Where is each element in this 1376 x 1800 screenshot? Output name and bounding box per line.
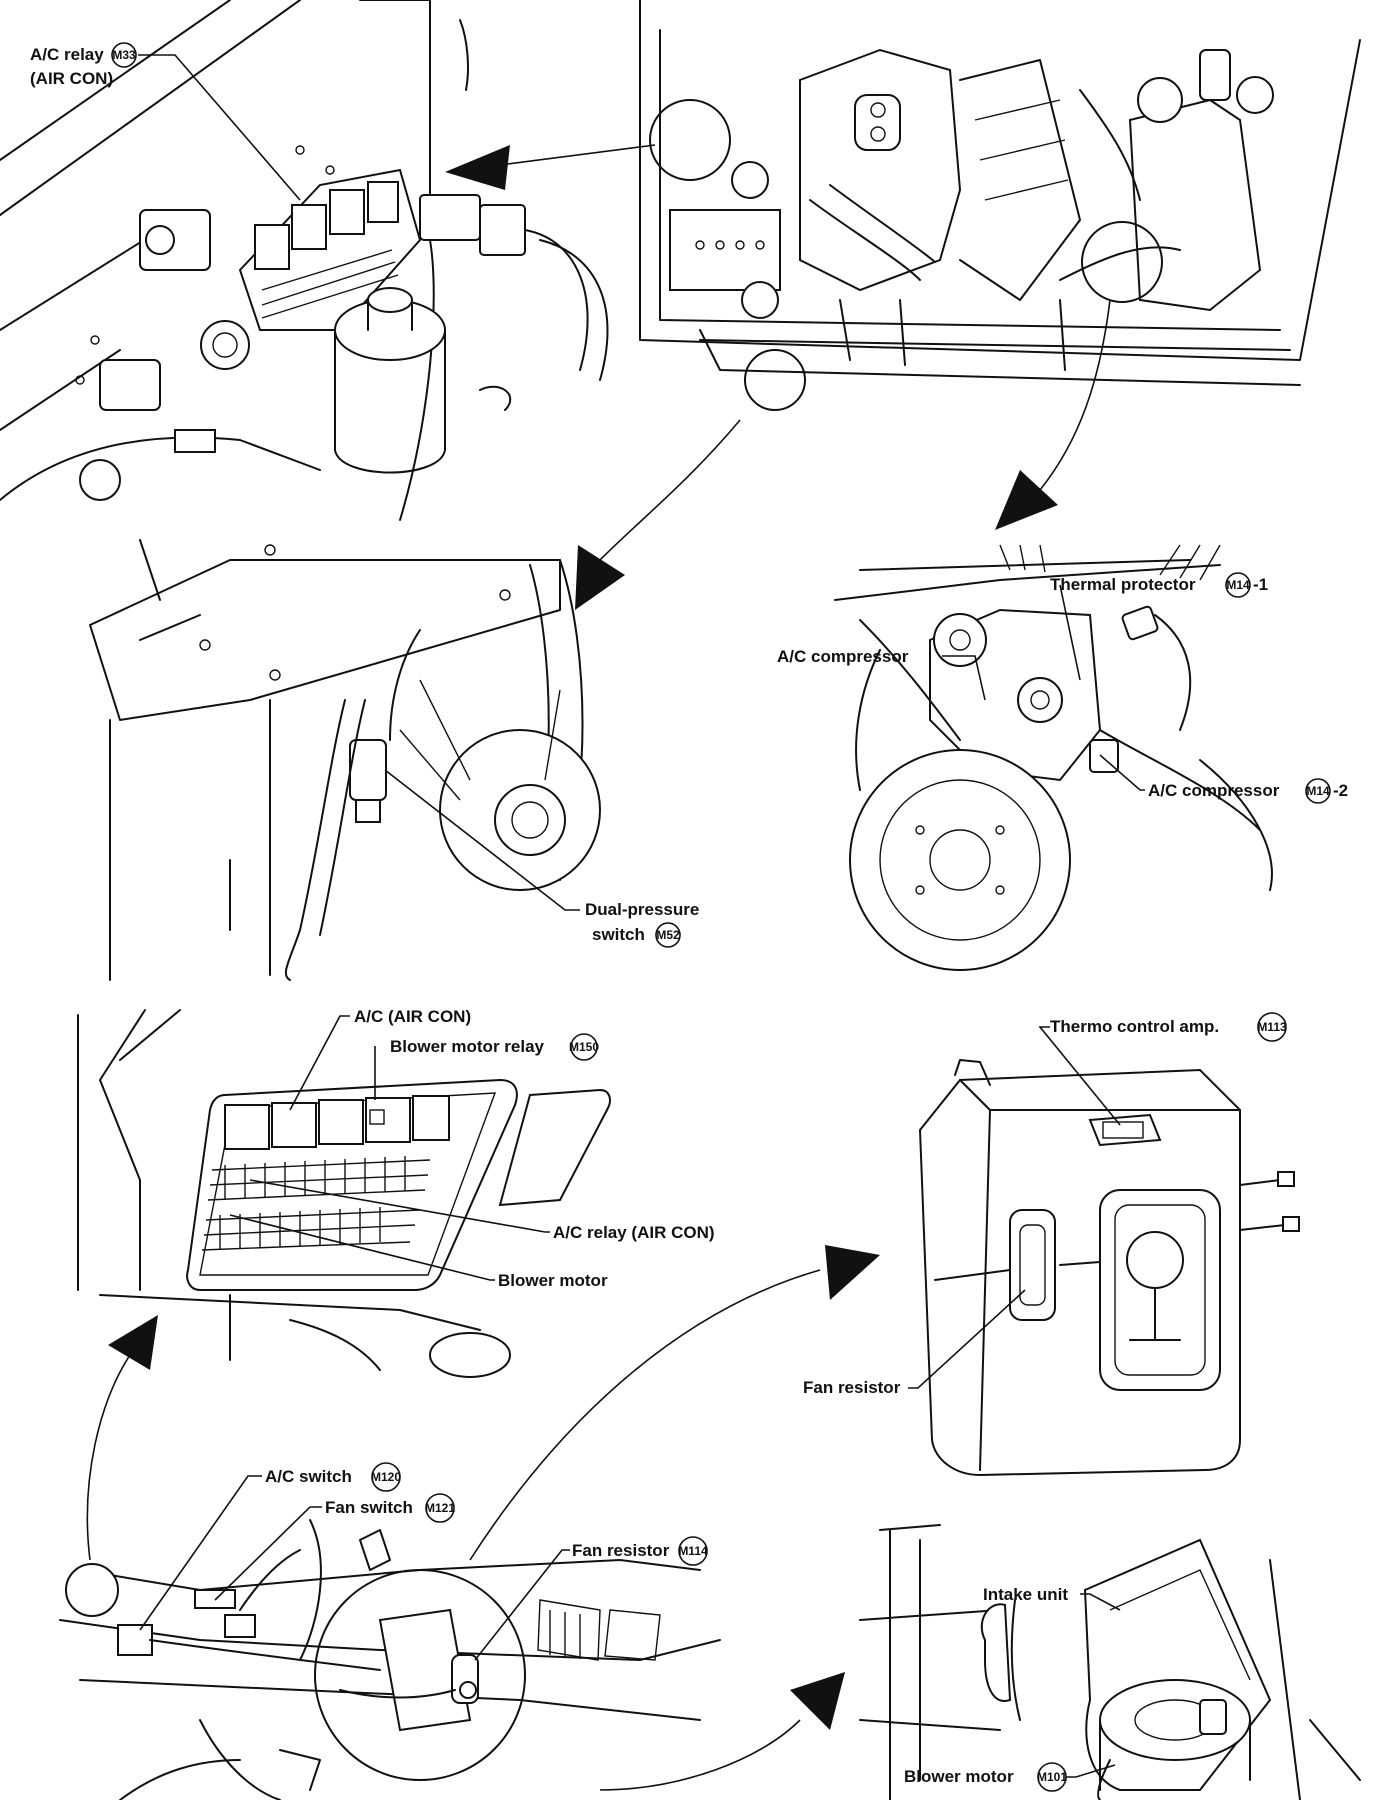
panel-relay-box	[0, 0, 609, 521]
label-ac-switch: A/C switch M120	[139, 1462, 401, 1631]
label-blower-motor-fuse: Blower motor	[229, 1214, 608, 1290]
thermo-control-amp-label: Thermo control amp.	[1050, 1017, 1219, 1036]
thermal-protector-code: M14	[1226, 578, 1250, 592]
ac-relay-code: M33	[112, 48, 136, 62]
label-thermal-protector: Thermal protector M14 -1	[1050, 572, 1268, 681]
blower-motor-relay-code: M150	[569, 1040, 599, 1054]
panel-interior-fuse-block	[77, 1009, 611, 1378]
blower-motor-m101-label: Blower motor	[904, 1767, 1014, 1786]
fan-switch-code: M121	[425, 1501, 455, 1515]
label-blower-motor-relay: Blower motor relay M150	[374, 1033, 599, 1100]
panel-dashboard	[59, 1519, 721, 1800]
ac-compressor-label: A/C compressor	[777, 647, 909, 666]
blower-motor-fuse-label: Blower motor	[498, 1271, 608, 1290]
ac-switch-code: M120	[371, 1470, 401, 1484]
ac-relay-air-con-label: A/C relay (AIR CON)	[553, 1223, 715, 1242]
blower-motor-m101-code: M101	[1037, 1770, 1067, 1784]
arrow-dash-to-blower-motor	[599, 1672, 845, 1791]
fan-resistor-unit-label: Fan resistor	[803, 1378, 901, 1397]
label-blower-motor-m101: Blower motor M101	[904, 1762, 1116, 1792]
label-fan-switch: Fan switch M121	[214, 1493, 455, 1601]
label-thermo-control-amp: Thermo control amp. M113	[1038, 1012, 1287, 1126]
ac-compressor-2-suffix: -2	[1333, 781, 1348, 800]
ac-relay-sublabel: (AIR CON)	[30, 69, 113, 88]
panel-cooling-unit	[918, 1059, 1300, 1477]
ac-compressor-2-label: A/C compressor	[1148, 781, 1280, 800]
panel-blower-motor	[859, 1524, 1361, 1800]
thermo-control-amp-code: M113	[1257, 1020, 1287, 1034]
panel-engine-bay	[639, 0, 1361, 411]
thermal-protector-suffix: -1	[1253, 575, 1268, 594]
dual-pressure-label-line2: switch	[592, 925, 645, 944]
label-ac-compressor-m14-2: A/C compressor M14 -2	[1099, 754, 1348, 804]
dual-pressure-code: M52	[656, 928, 680, 942]
label-ac-air-con: A/C (AIR CON)	[289, 1007, 471, 1111]
fan-resistor-m114-label: Fan resistor	[572, 1541, 670, 1560]
panel-ac-compressor	[834, 544, 1273, 971]
ac-relay-label: A/C relay	[30, 45, 104, 64]
intake-unit-label: Intake unit	[983, 1585, 1068, 1604]
arrow-dash-to-fuse-block	[86, 1315, 158, 1561]
thermal-protector-label: Thermal protector	[1050, 575, 1196, 594]
blower-motor-relay-label: Blower motor relay	[390, 1037, 545, 1056]
ac-compressor-2-code: M14	[1306, 784, 1330, 798]
ac-switch-label: A/C switch	[265, 1467, 352, 1486]
label-intake-unit: Intake unit	[983, 1585, 1121, 1611]
label-ac-relay-air-con: A/C relay (AIR CON)	[249, 1179, 715, 1242]
panel-dual-pressure-switch	[89, 539, 601, 981]
arrow-engine-to-dual-pressure	[575, 419, 741, 610]
fan-resistor-m114-code: M114	[678, 1544, 708, 1558]
ac-air-con-label: A/C (AIR CON)	[354, 1007, 471, 1026]
fan-switch-label: Fan switch	[325, 1498, 413, 1517]
arrow-dash-to-cooling-unit	[469, 1245, 880, 1561]
arrow-engine-to-relay	[445, 144, 656, 190]
label-dual-pressure-switch: Dual-pressure switch M52	[384, 769, 699, 948]
arrow-engine-to-compressor	[995, 299, 1111, 530]
label-ac-compressor: A/C compressor	[777, 647, 986, 701]
label-fan-resistor-unit: Fan resistor	[803, 1289, 1026, 1397]
label-fan-resistor-m114: Fan resistor M114	[474, 1536, 708, 1661]
label-ac-relay-m33: A/C relay M33 (AIR CON)	[30, 42, 301, 201]
dual-pressure-label-line1: Dual-pressure	[585, 900, 699, 919]
